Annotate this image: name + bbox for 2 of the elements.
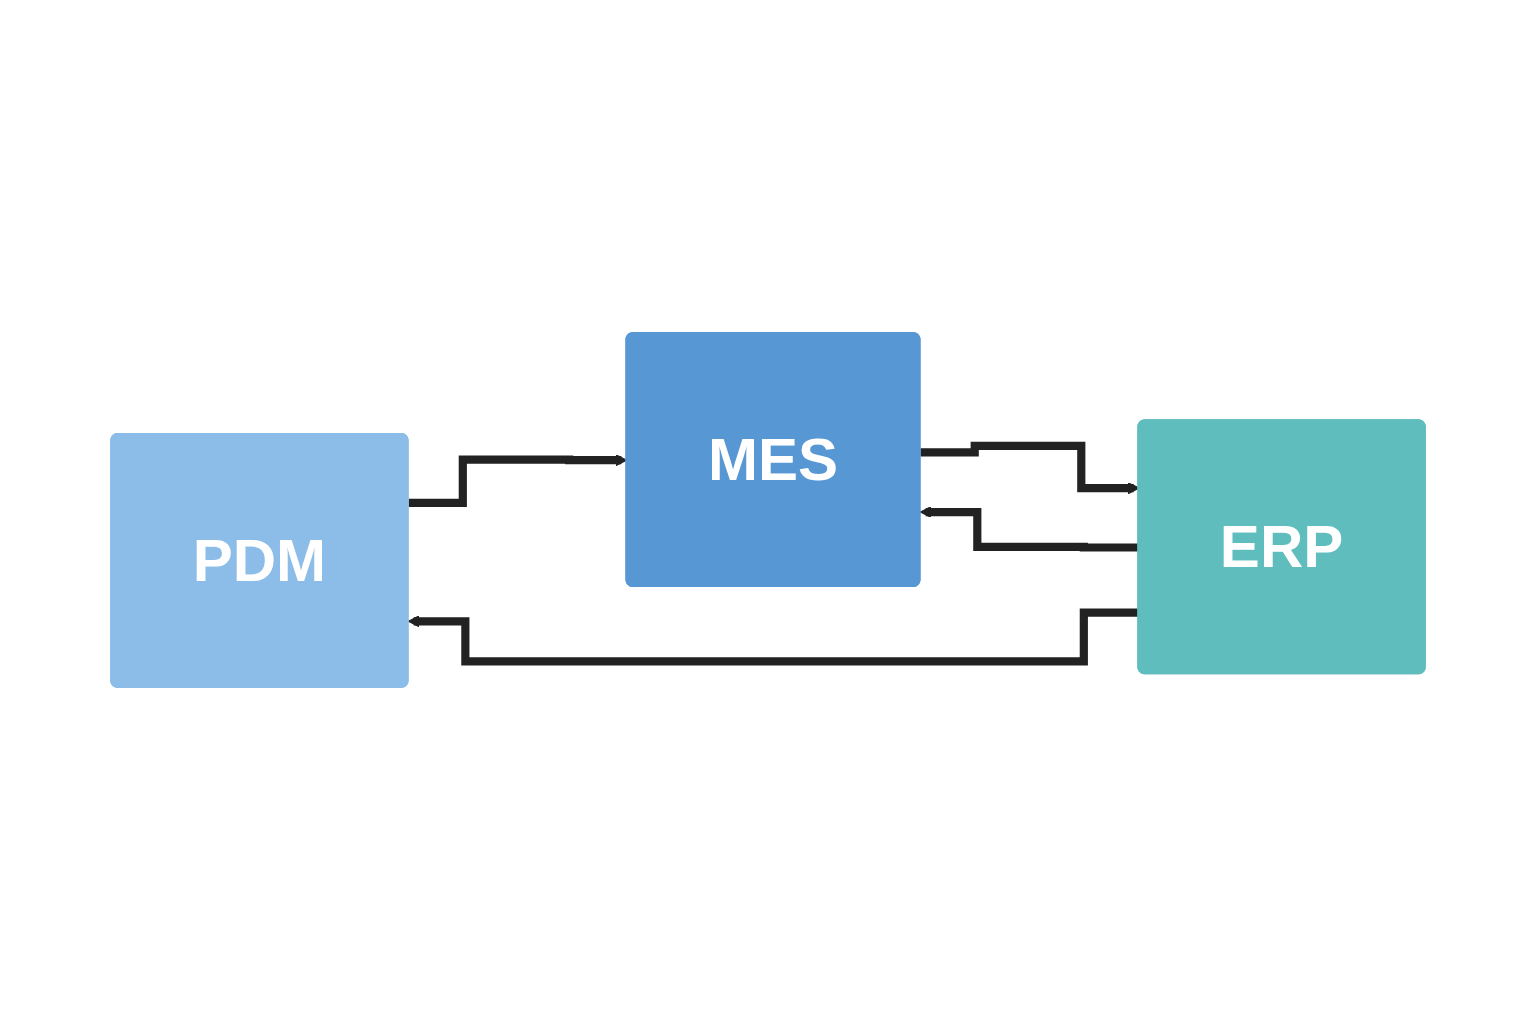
arrow — [407, 608, 1139, 666]
arrow — [919, 506, 1139, 552]
